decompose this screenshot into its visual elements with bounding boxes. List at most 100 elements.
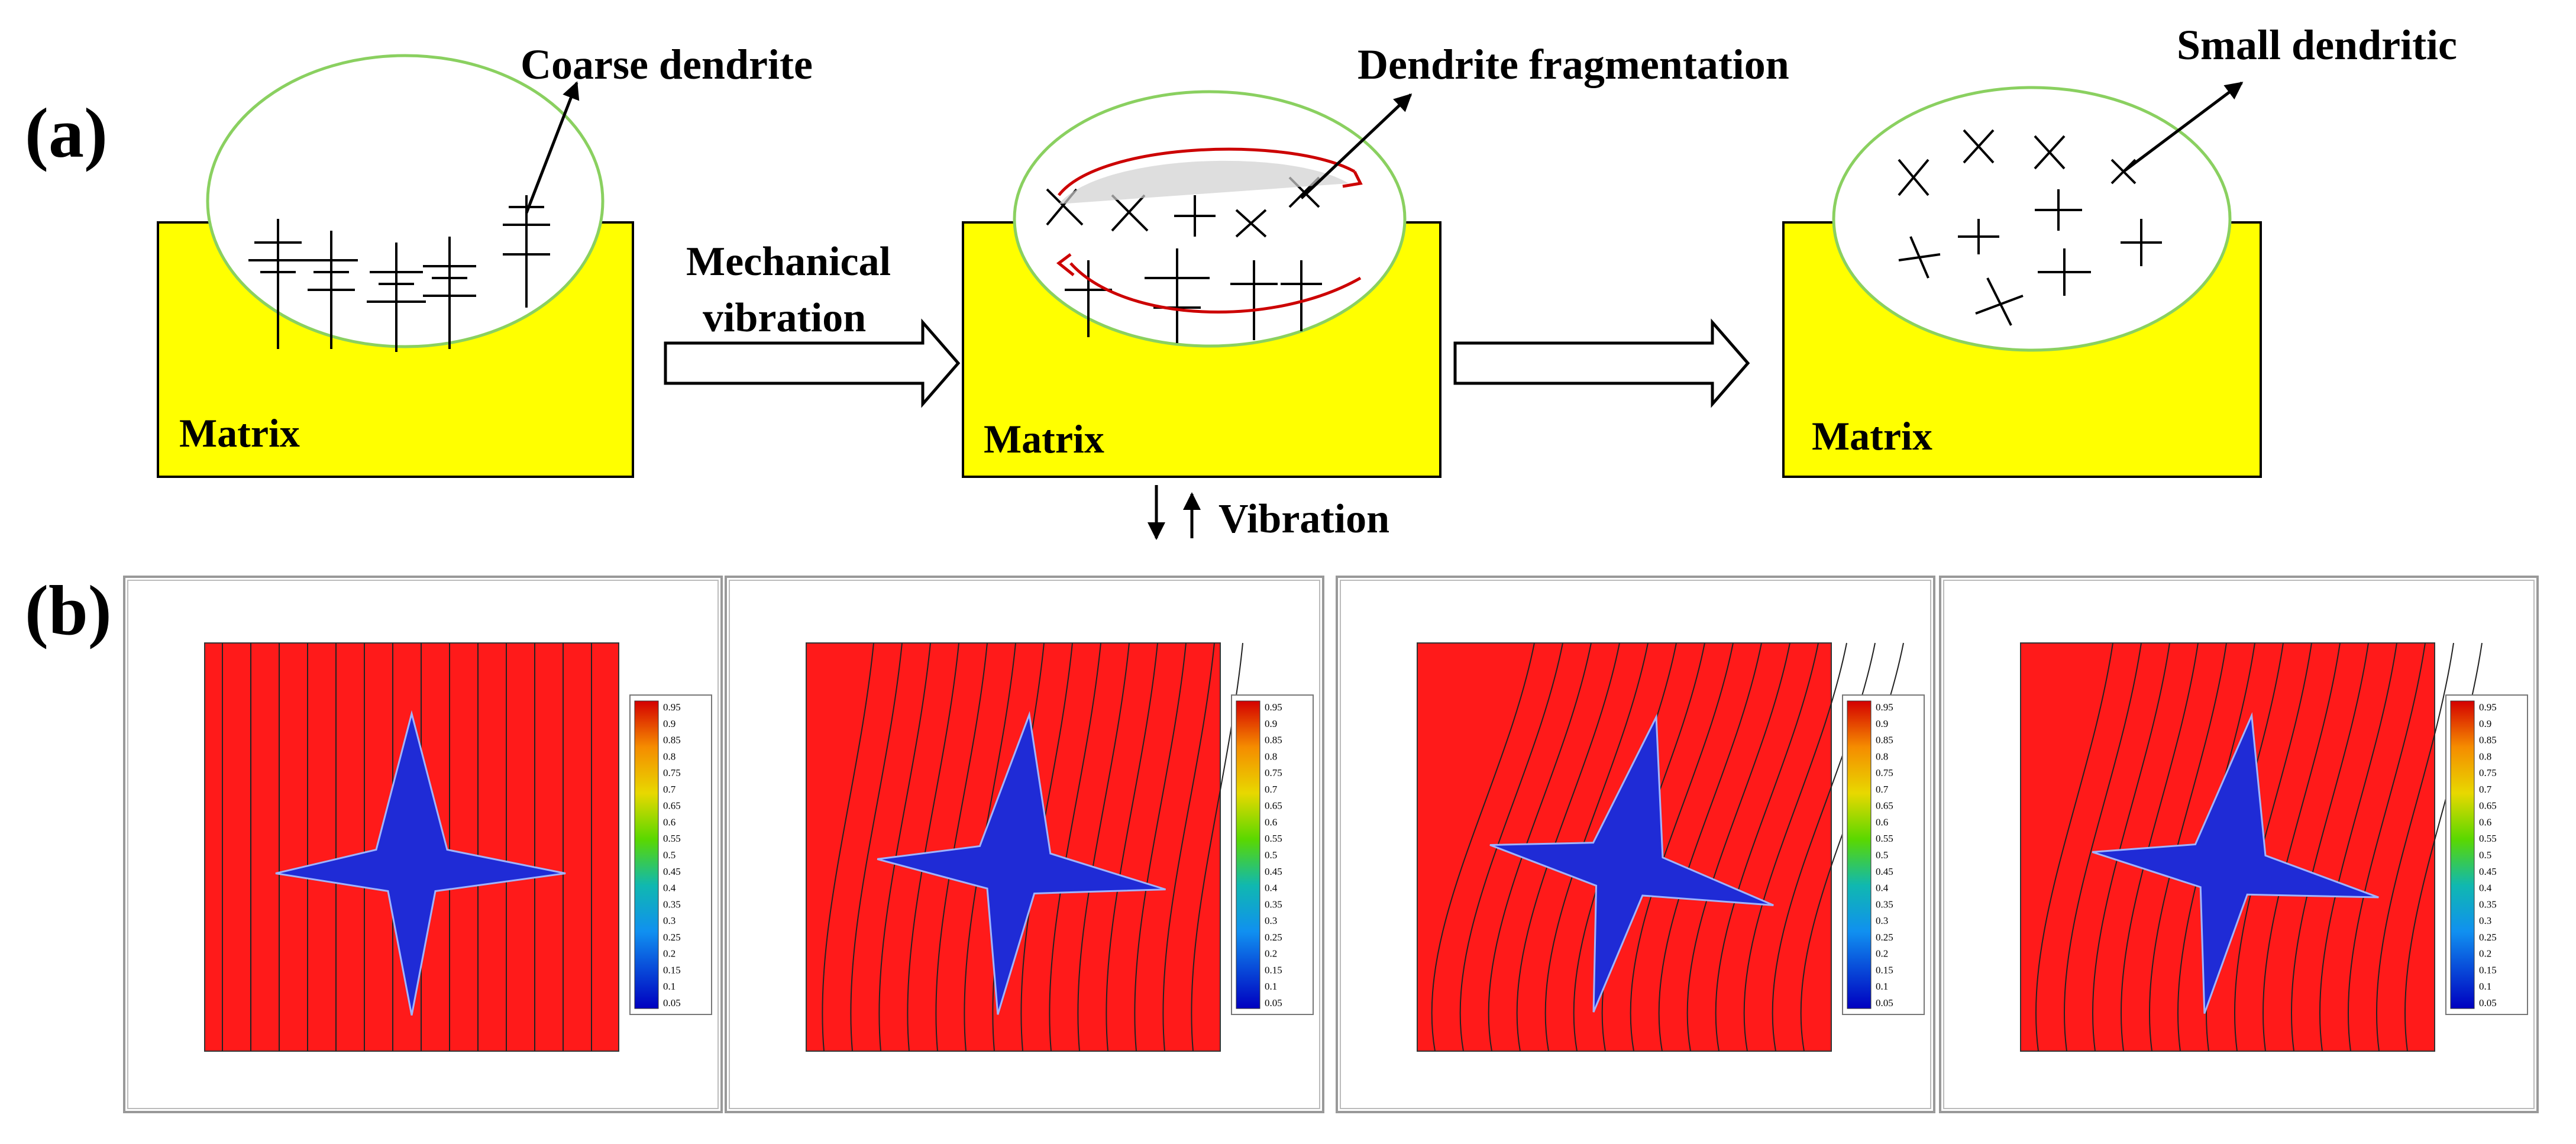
colorbar-tick: 0.05 [1876,997,1893,1009]
flow-arrows [1056,147,1363,314]
streamlines [1431,642,1904,1052]
colorbar-tick: 0.5 [2479,849,2491,861]
colorbar [1236,700,1260,1009]
dendrite [877,711,1166,1015]
colorbar-tick: 0.75 [2479,767,2497,778]
colorbar-tick: 0.55 [663,833,681,844]
arrow-1-text-line1: Mechanical [686,239,891,285]
colorbar-tick: 0.9 [1265,718,1277,729]
callout-arrow-2 [1300,93,1413,199]
callout-small-dendritic: Small dendritic [2177,21,2457,69]
colorbar-tick: 0.3 [1265,915,1277,926]
panel-b-label: (b) [25,571,112,649]
colorbar-tick: 0.15 [1876,964,1893,975]
colorbar-tick: 0.4 [1876,883,1889,894]
colorbar-tick: 0.45 [1265,866,1282,877]
colorbar-tick: 0.25 [2479,932,2497,943]
colorbar-tick: 0.95 [2479,702,2497,713]
colorbar-tick: 0.95 [1876,702,1893,713]
colorbar-tick: 0.9 [2479,718,2491,729]
melt-pool-1 [206,54,605,348]
colorbar-tick: 0.2 [1265,948,1277,959]
colorbar-tick: 0.35 [1876,899,1893,910]
colorbar-tick: 0.7 [1265,784,1278,795]
colorbar-tick: 0.3 [663,915,675,926]
colorbar-tick: 0.6 [2479,816,2491,828]
stage3: Small dendritic Matrix [1782,21,2457,478]
colorbar [634,700,659,1009]
stage1: Coarse dendrite Matrix [157,41,813,478]
callout-arrow-3 [2122,82,2244,173]
melt-pool-2 [1013,90,1407,348]
matrix-label-1: Matrix [179,411,300,455]
matrix-label-3: Matrix [1812,413,1932,458]
vibration-indicator: Vibration [1148,485,1389,542]
colorbar-tick: 0.35 [2479,899,2497,910]
colorbar-tick: 0.7 [2479,784,2492,795]
colorbar-tick: 0.5 [663,849,675,861]
colorbar-tick: 0.7 [1876,784,1889,795]
colorbar-tick: 0.2 [2479,948,2491,959]
colorbar-tick: 0.55 [2479,833,2497,844]
colorbar-tick: 0.2 [1876,948,1888,959]
colorbar-tick: 0.65 [2479,800,2497,812]
colorbar-tick: 0.65 [663,800,681,812]
colorbar-tick: 0.1 [2479,981,2491,992]
panel-a-label: (a) [25,93,108,172]
callout-arrow-1 [525,81,580,214]
colorbar-tick: 0.95 [1265,702,1282,713]
sim-frame-1: 0.950.90.850.80.750.70.650.60.550.50.450… [123,576,723,1113]
colorbar-tick: 0.05 [1265,997,1282,1009]
colorbar-tick: 0.15 [2479,964,2497,975]
callout-dendrite-fragmentation: Dendrite fragmentation [1358,41,1789,88]
colorbar-tick: 0.45 [2479,866,2497,877]
colorbar-tick: 0.05 [2479,997,2497,1009]
colorbar-tick: 0.55 [1265,833,1282,844]
arrow-1: Mechanical vibration [664,239,961,408]
colorbar-tick: 0.4 [663,883,676,894]
dendrite [275,710,566,1016]
colorbar-tick: 0.9 [663,718,675,729]
colorbar-tick: 0.35 [663,899,681,910]
colorbar-tick: 0.85 [663,735,681,746]
colorbar-tick: 0.5 [1265,849,1277,861]
colorbar-tick: 0.1 [1265,981,1277,992]
colorbar-tick: 0.55 [1876,833,1893,844]
colorbar-tick: 0.15 [663,964,681,975]
colorbar-tick: 0.65 [1876,800,1893,812]
coarse-dendrites [248,195,550,352]
colorbar-tick: 0.95 [663,702,681,713]
colorbar-tick: 0.4 [1265,883,1278,894]
arrow-1-text-line2: vibration [703,295,866,341]
colorbar-tick: 0.7 [663,784,676,795]
sim-frame-2: 0.950.90.850.80.750.70.650.60.550.50.450… [725,576,1324,1113]
colorbar-tick: 0.15 [1265,964,1282,975]
simulation-panels: 0.95 0.9 0.85 0.8 0.75 0.7 0.65 0.6 0.55 0.5 0.45 0… [123,576,2539,1113]
colorbar-tick: 0.3 [1876,915,1888,926]
colorbar-tick: 0.45 [1876,866,1893,877]
dendrite [2092,712,2379,1014]
colorbar-tick: 0.5 [1876,849,1888,861]
vibration-label: Vibration [1218,496,1389,542]
colorbar-tick: 0.45 [663,866,681,877]
colorbar-tick: 0.25 [1265,932,1282,943]
colorbar-tick: 0.85 [2479,735,2497,746]
colorbar-tick: 0.05 [663,997,681,1009]
dendrite [1489,713,1774,1013]
colorbar-tick: 0.85 [1265,735,1282,746]
colorbar-tick: 0.35 [1265,899,1282,910]
colorbar [2450,700,2475,1009]
colorbar-tick: 0.6 [1265,816,1277,828]
colorbar-tick: 0.65 [1265,800,1282,812]
colorbar-tick: 0.25 [1876,932,1893,943]
colorbar-tick: 0.75 [663,767,681,778]
colorbar-tick: 0.4 [2479,883,2492,894]
colorbar-tick: 0.8 [663,751,675,762]
colorbar-tick: 0.1 [1876,981,1888,992]
colorbar-tick: 0.75 [1876,767,1893,778]
colorbar-tick: 0.75 [1265,767,1282,778]
melt-pool-3 [1832,86,2232,352]
colorbar-tick: 0.2 [663,948,675,959]
sim-frame-3: 0.950.90.850.80.750.70.650.60.550.50.450… [1336,576,1935,1113]
